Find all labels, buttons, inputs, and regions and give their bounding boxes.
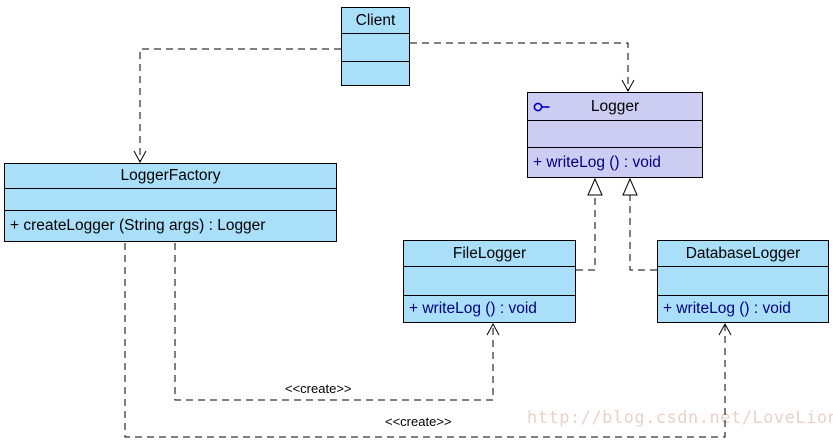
realization-databaselogger-to-logger — [629, 195, 657, 271]
class-databaselogger-name: DatabaseLogger — [685, 244, 801, 262]
class-logger-name: Logger — [590, 97, 640, 115]
class-filelogger-methods: + writeLog () : void — [404, 295, 575, 322]
class-databaselogger-methods: + writeLog () : void — [658, 295, 828, 322]
dependency-client-to-loggerfactory — [139, 48, 341, 161]
open-arrowhead-logger — [621, 79, 635, 93]
class-databaselogger-attributes — [658, 266, 828, 295]
class-loggerfactory-attributes — [5, 188, 336, 210]
class-loggerfactory-name: LoggerFactory — [120, 167, 221, 184]
hollow-triangle-filelogger — [587, 177, 603, 196]
dependency-client-to-logger — [410, 42, 629, 90]
hollow-triangle-databaselogger — [622, 177, 638, 196]
realization-filelogger-to-logger — [576, 195, 596, 271]
class-client-attributes — [342, 33, 409, 61]
class-logger-attributes — [528, 120, 702, 147]
open-arrowhead-filelogger — [486, 322, 500, 336]
class-client-name: Client — [355, 11, 396, 29]
class-logger: Logger + writeLog () : void — [527, 92, 703, 178]
class-logger-methods: + writeLog () : void — [528, 147, 702, 177]
class-client-methods — [342, 61, 409, 85]
dependency-loggerfactory-to-filelogger — [174, 243, 494, 401]
open-arrowhead-loggerfactory — [133, 150, 147, 164]
watermark-text: http://blog.csdn.net/LoveLion — [527, 408, 833, 428]
create-label-filelogger: <<create>> — [283, 381, 354, 396]
class-databaselogger: DatabaseLogger + writeLog () : void — [657, 240, 829, 323]
class-filelogger: FileLogger + writeLog () : void — [403, 240, 576, 323]
class-client: Client — [341, 7, 410, 86]
class-filelogger-name: FileLogger — [452, 244, 527, 262]
class-loggerfactory-methods: + createLogger (String args) : Logger — [5, 210, 336, 241]
open-arrowhead-databaselogger — [718, 322, 732, 336]
create-label-databaselogger: <<create>> — [383, 414, 454, 429]
dependency-loggerfactory-to-databaselogger — [124, 243, 726, 438]
class-loggerfactory: LoggerFactory + createLogger (String arg… — [4, 163, 337, 242]
class-filelogger-attributes — [404, 266, 575, 295]
interface-lollipop-icon — [533, 101, 552, 112]
class-logger-header: Logger — [528, 93, 702, 120]
